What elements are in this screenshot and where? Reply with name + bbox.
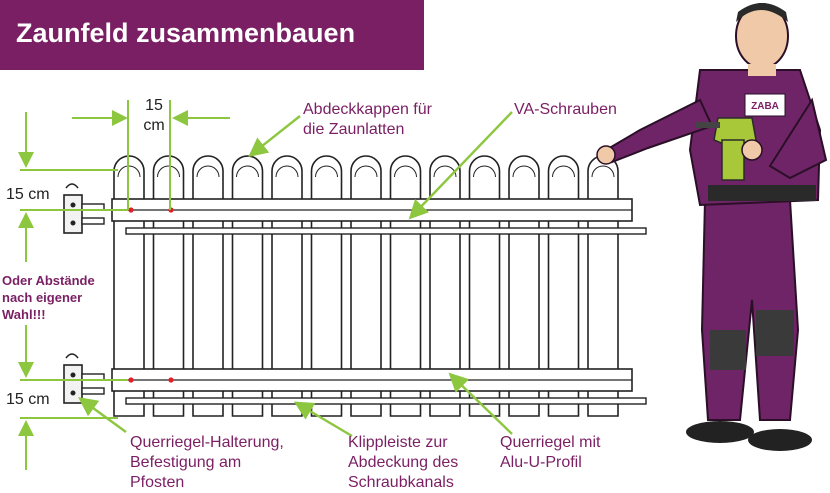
picket-cap [157,165,180,178]
crossbar-top [111,198,647,235]
picket-cap [552,165,575,178]
dimension-top [72,100,230,210]
title-banner: Zaunfeld zusammenbauen [0,0,424,70]
picket-cap [591,165,615,178]
dimension-left [18,112,128,470]
picket-cap [473,165,496,178]
bracket-top [63,183,105,234]
dimension-top-label: 15 cm [143,97,165,134]
dimension-left-lower-label: 15 cm [6,391,50,408]
holder-label: Querriegel-Halterung, Befestigung am Pfo… [130,434,284,491]
worker-badge: ZABA [751,101,779,112]
caps-label: Abdeckkappen für die Zaunlatten [303,101,432,138]
screw-markers [128,207,174,383]
callout-arrows [78,111,513,438]
picket-cap [512,165,536,178]
picket-cap [196,165,220,178]
clip-strip-label: Klippleiste zur Abdeckung des Schraubkan… [348,434,459,491]
picket-cap [433,165,457,178]
side-note: Oder Abstände nach eigener Wahl!!! [2,273,95,322]
crossbar-bottom [111,368,647,405]
crossbar-label: Querriegel mit Alu-U-Profil [500,434,601,471]
screws-label: VA-Schrauben [514,101,617,118]
bracket-bottom [63,353,105,404]
dimension-left-upper-label: 15 cm [6,186,50,203]
picket-cap [275,165,299,178]
worker-figure: ZABA [596,3,828,451]
page-title: Zaunfeld zusammenbauen [16,18,356,48]
picket-cap [394,165,417,178]
picket-cap [236,165,259,178]
picket-cap [354,165,378,178]
picket-cap [315,165,338,178]
